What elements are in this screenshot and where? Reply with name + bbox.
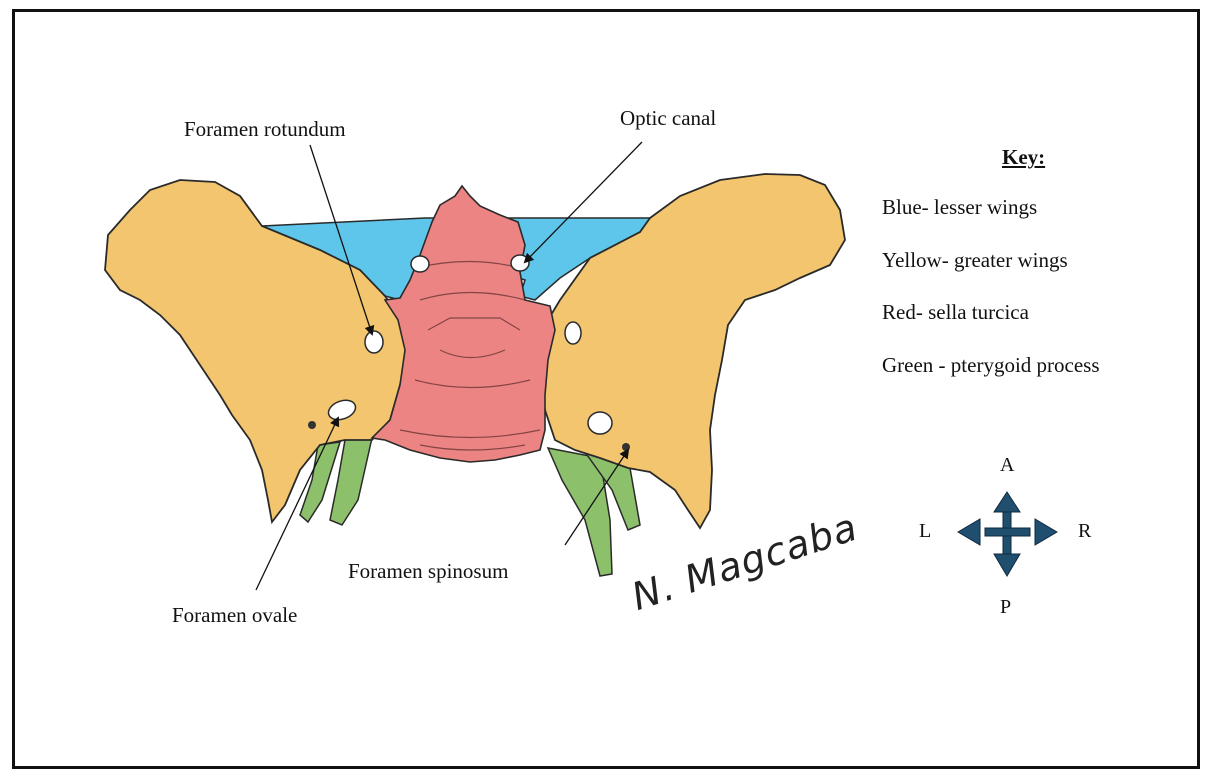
compass-arrows (958, 492, 1057, 576)
foramen-ovale-right (588, 412, 612, 434)
compass-posterior: P (1000, 596, 1011, 619)
compass-anterior: A (1000, 454, 1014, 477)
foramen-rotundum-right (565, 322, 581, 344)
foramen-rotundum-left (365, 331, 383, 353)
key-item-red: Red- sella turcica (882, 300, 1029, 325)
label-foramen-rotundum: Foramen rotundum (184, 117, 346, 142)
compass-right: R (1078, 520, 1091, 543)
key-item-green: Green - pterygoid process (882, 353, 1100, 378)
key-item-yellow: Yellow- greater wings (882, 248, 1068, 273)
compass-left: L (919, 520, 931, 543)
foramen-spinosum-right (622, 443, 630, 451)
label-foramen-spinosum: Foramen spinosum (348, 559, 508, 584)
label-foramen-ovale: Foramen ovale (172, 603, 297, 628)
key-item-blue: Blue- lesser wings (882, 195, 1037, 220)
foramen-spinosum-left (308, 421, 316, 429)
key-title: Key: (1002, 145, 1045, 170)
optic-canal-right (511, 255, 529, 271)
label-optic-canal: Optic canal (620, 106, 716, 131)
optic-canal-left (411, 256, 429, 272)
